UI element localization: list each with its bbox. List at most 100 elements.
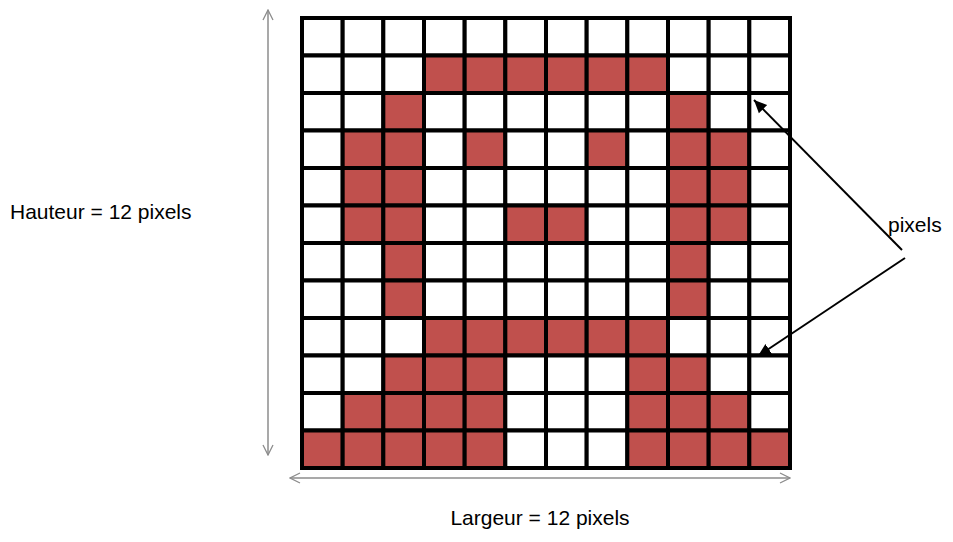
white-pixel: [505, 281, 546, 319]
red-pixel: [383, 93, 424, 131]
white-pixel: [424, 93, 465, 131]
white-pixel: [749, 56, 790, 94]
red-pixel: [383, 431, 424, 469]
red-pixel: [709, 431, 750, 469]
red-pixel: [465, 56, 506, 94]
red-pixel: [749, 431, 790, 469]
red-pixel: [627, 318, 668, 356]
white-pixel: [749, 206, 790, 244]
white-pixel: [749, 93, 790, 131]
white-pixel: [505, 18, 546, 56]
white-pixel: [749, 243, 790, 281]
white-pixel: [546, 168, 587, 206]
white-pixel: [627, 131, 668, 169]
white-pixel: [709, 281, 750, 319]
white-pixel: [302, 318, 343, 356]
white-pixel: [587, 243, 628, 281]
white-pixel: [302, 56, 343, 94]
white-pixel: [749, 356, 790, 394]
red-pixel: [505, 56, 546, 94]
red-pixel: [383, 356, 424, 394]
red-pixel: [627, 393, 668, 431]
red-pixel: [383, 168, 424, 206]
white-pixel: [302, 18, 343, 56]
white-pixel: [302, 356, 343, 394]
red-pixel: [709, 131, 750, 169]
white-pixel: [302, 131, 343, 169]
white-pixel: [505, 168, 546, 206]
red-pixel: [668, 431, 709, 469]
white-pixel: [424, 131, 465, 169]
white-pixel: [465, 281, 506, 319]
red-pixel: [587, 318, 628, 356]
height-label: Hauteur = 12 pixels: [10, 200, 192, 224]
white-pixel: [546, 356, 587, 394]
red-pixel: [383, 393, 424, 431]
white-pixel: [546, 131, 587, 169]
white-pixel: [424, 206, 465, 244]
white-pixel: [546, 93, 587, 131]
white-pixel: [749, 393, 790, 431]
pixel-grid: [302, 18, 790, 468]
white-pixel: [587, 431, 628, 469]
white-pixel: [383, 318, 424, 356]
red-pixel: [668, 93, 709, 131]
white-pixel: [627, 18, 668, 56]
white-pixel: [627, 168, 668, 206]
white-pixel: [546, 393, 587, 431]
white-pixel: [302, 243, 343, 281]
width-arrow: [290, 477, 790, 479]
white-pixel: [587, 281, 628, 319]
white-pixel: [627, 281, 668, 319]
red-pixel: [343, 431, 384, 469]
white-pixel: [709, 243, 750, 281]
red-pixel: [465, 393, 506, 431]
white-pixel: [709, 93, 750, 131]
white-pixel: [424, 243, 465, 281]
red-pixel: [465, 318, 506, 356]
red-pixel: [424, 393, 465, 431]
red-pixel: [383, 243, 424, 281]
red-pixel: [343, 393, 384, 431]
red-pixel: [383, 281, 424, 319]
red-pixel: [668, 281, 709, 319]
white-pixel: [546, 18, 587, 56]
red-pixel: [424, 431, 465, 469]
white-pixel: [587, 168, 628, 206]
leader-line: [758, 258, 905, 356]
white-pixel: [587, 393, 628, 431]
red-pixel: [465, 356, 506, 394]
white-pixel: [343, 281, 384, 319]
white-pixel: [546, 431, 587, 469]
red-pixel: [668, 243, 709, 281]
white-pixel: [465, 18, 506, 56]
white-pixel: [302, 393, 343, 431]
white-pixel: [587, 356, 628, 394]
white-pixel: [424, 18, 465, 56]
white-pixel: [505, 243, 546, 281]
red-pixel: [709, 393, 750, 431]
white-pixel: [505, 356, 546, 394]
red-pixel: [505, 318, 546, 356]
red-pixel: [627, 431, 668, 469]
white-pixel: [465, 243, 506, 281]
width-label: Largeur = 12 pixels: [450, 506, 629, 530]
white-pixel: [383, 56, 424, 94]
white-pixel: [343, 356, 384, 394]
white-pixel: [546, 281, 587, 319]
white-pixel: [505, 93, 546, 131]
red-pixel: [668, 206, 709, 244]
white-pixel: [627, 93, 668, 131]
white-pixel: [709, 318, 750, 356]
white-pixel: [668, 318, 709, 356]
leader-line: [754, 100, 902, 250]
red-pixel: [424, 56, 465, 94]
white-pixel: [343, 18, 384, 56]
white-pixel: [587, 18, 628, 56]
white-pixel: [343, 243, 384, 281]
red-pixel: [343, 168, 384, 206]
white-pixel: [302, 168, 343, 206]
white-pixel: [709, 356, 750, 394]
white-pixel: [343, 318, 384, 356]
